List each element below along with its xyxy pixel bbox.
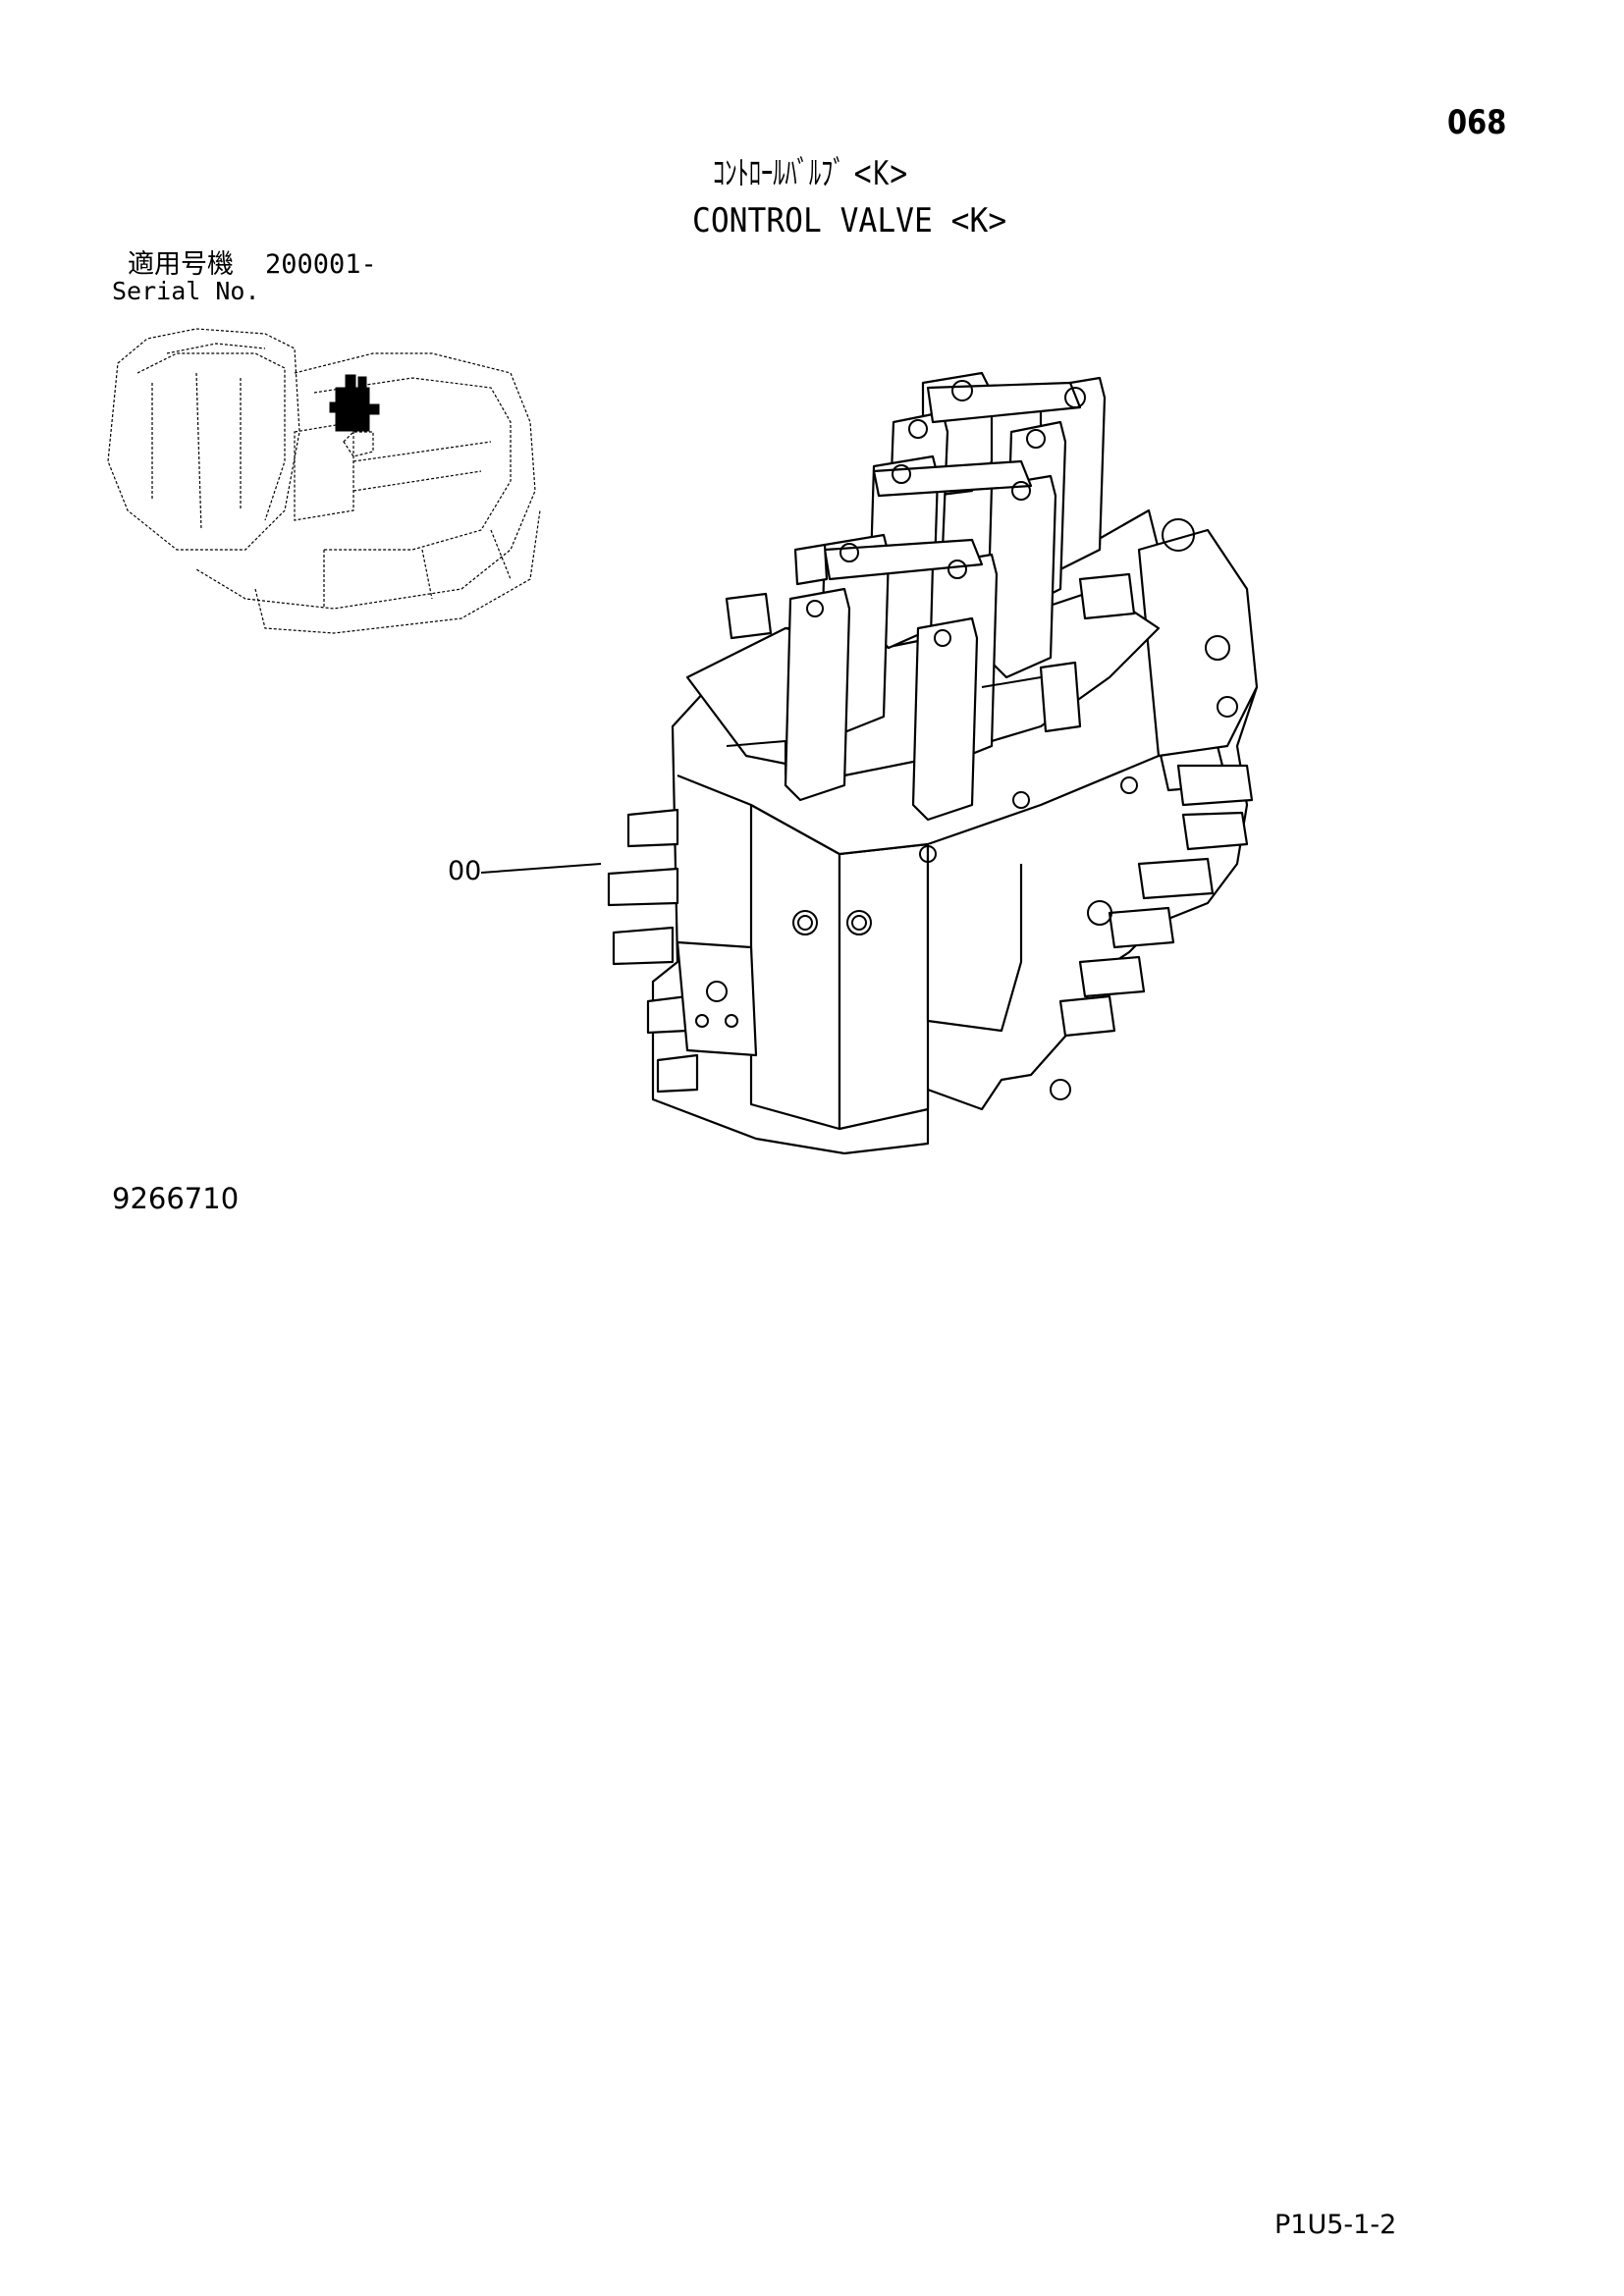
page-code: P1U5-1-2 [1274, 2210, 1397, 2240]
serial-label-japanese: 適用号機 [128, 249, 234, 280]
serial-label-english: Serial No. [112, 277, 260, 305]
title-japanese: ｺﾝﾄﾛｰﾙﾊﾞﾙﾌﾞ <K> [713, 154, 909, 193]
drawing-number: 9266710 [112, 1182, 240, 1215]
callout-label: 00 [448, 856, 482, 886]
title-english: CONTROL VALVE <K> [692, 201, 1007, 240]
page-number: 068 [1447, 103, 1507, 142]
serial-value: 200001- [265, 249, 377, 280]
